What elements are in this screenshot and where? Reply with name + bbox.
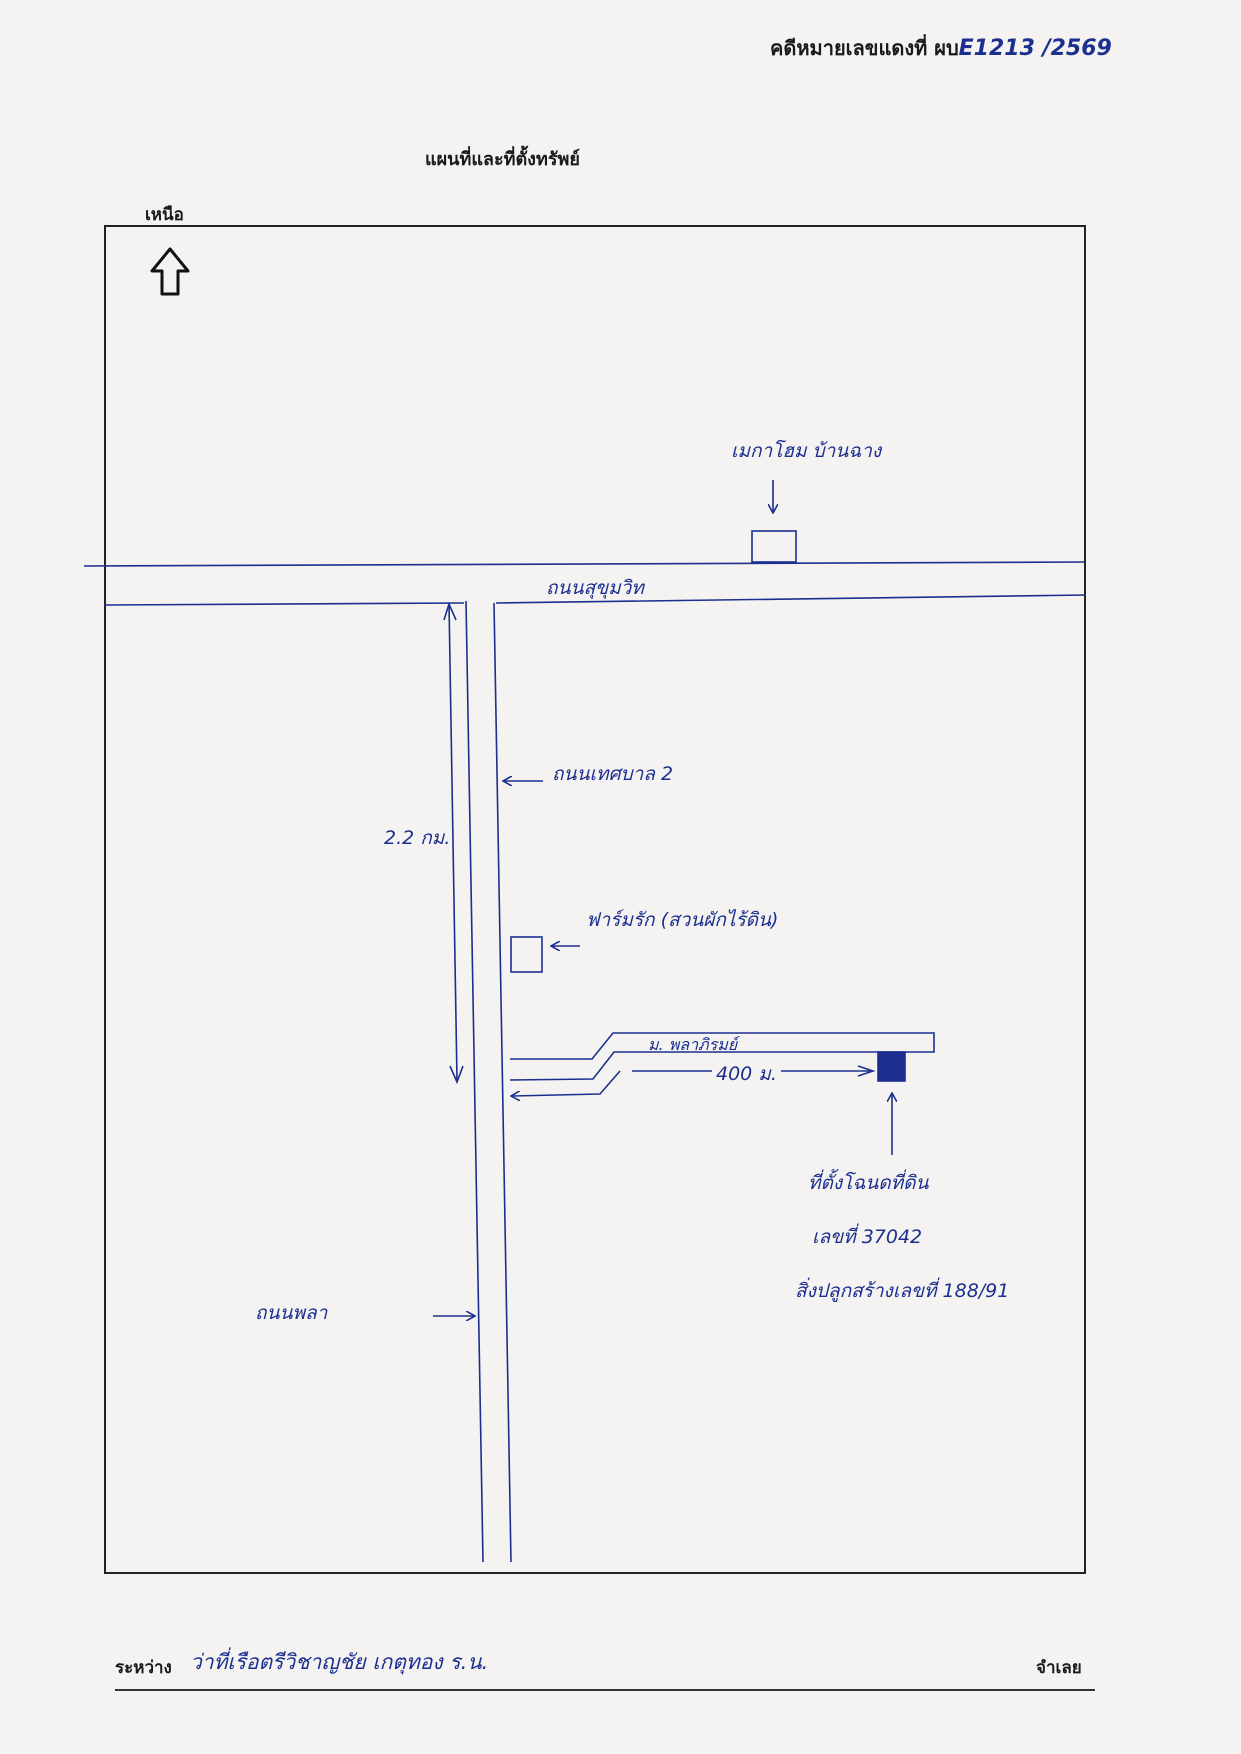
road-side-label: ถนนเทศบาล 2 [552,763,674,785]
case-label: คดีหมายเลขแดงที่ ผบ [770,36,959,60]
property-label-line1: ที่ตั้งโฉนดที่ดิน [808,1172,929,1194]
landmark-farm-box [510,936,543,973]
road-soi [509,1032,935,1081]
map-frame [104,225,1086,1574]
case-number-line: คดีหมายเลขแดงที่ ผบE1213 /2569 [770,32,1112,64]
north-label: เหนือ [145,205,184,225]
landmark-building-top [751,530,797,563]
landmark-farm-label: ฟาร์มรัก (สวนผักไร้ดิน) [586,909,779,931]
road-side [465,600,512,1563]
road-main-label: ถนนสุขุมวิท [546,577,644,599]
footer-divider [115,1689,1095,1691]
map-title: แผนที่และที่ตั้งทรัพย์ [425,149,580,170]
distance-soi-label: 400 ม. [712,1059,781,1089]
north-arrow-icon [150,247,190,296]
distance-vertical-label: 2.2 กม. [384,827,451,849]
road-pla-label: ถนนพลา [255,1302,328,1324]
landmark-top-label: เมกาโฮม บ้านฉาง [731,440,882,462]
case-number: E1213 /2569 [958,36,1112,61]
road-sukhumvit [83,561,1087,606]
footer-defendant-label: จำเลย [1036,1658,1082,1678]
property-label-line2: เลขที่ 37042 [812,1226,923,1248]
distance-vertical-arrow [448,603,458,1081]
soi-label: ม. พลาภิรมย์ [648,1035,738,1054]
footer-parties: ว่าที่เรือตรีวิชาญชัย เกตุทอง ร.น. [190,1650,489,1674]
property-plot [877,1051,906,1082]
property-label-line3: สิ่งปลูกสร้างเลขที่ 188/91 [795,1280,1010,1302]
footer-between-label: ระหว่าง [115,1658,172,1678]
